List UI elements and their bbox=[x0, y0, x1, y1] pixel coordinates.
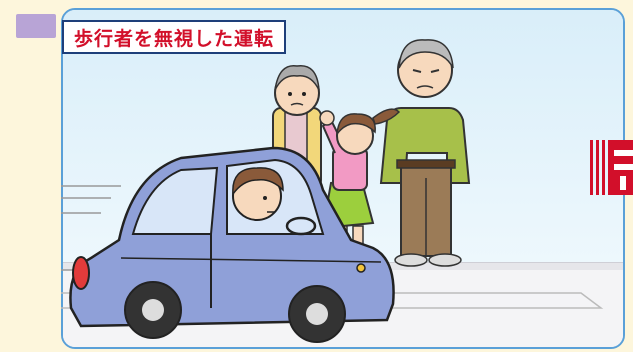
scene-title-label: 歩行者を無視した運転 bbox=[62, 20, 287, 54]
driver bbox=[232, 167, 317, 236]
scene-illustration bbox=[61, 39, 604, 343]
pedestrian-grandfather bbox=[379, 39, 471, 267]
scene-title-text: 歩行者を無視した運転 bbox=[74, 27, 275, 50]
car-illustration bbox=[69, 146, 395, 343]
cropped-sign bbox=[590, 140, 633, 195]
title-accent-tab bbox=[16, 14, 56, 38]
